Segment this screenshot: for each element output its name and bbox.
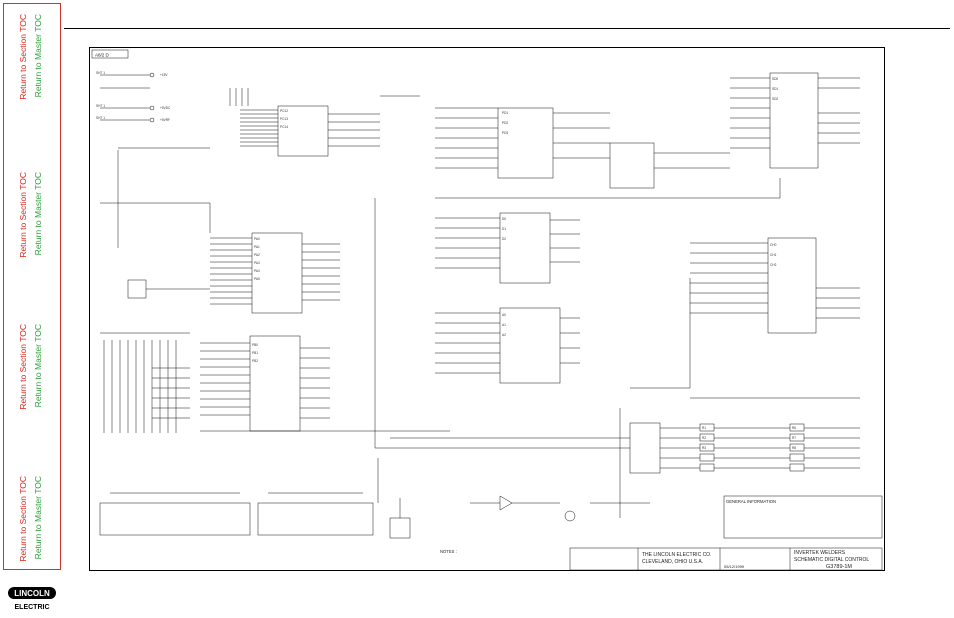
svg-text:SHT 1: SHT 1 bbox=[96, 116, 105, 120]
svg-text:R8: R8 bbox=[792, 446, 796, 450]
svg-text:PB0: PB0 bbox=[252, 343, 258, 347]
header-rule bbox=[64, 28, 950, 29]
svg-text:PC14: PC14 bbox=[280, 125, 288, 129]
return-to-section-toc-link[interactable]: Return to Section TOC bbox=[18, 14, 28, 100]
svg-text:PB2: PB2 bbox=[252, 359, 258, 363]
svg-text:PA5: PA5 bbox=[254, 277, 260, 281]
svg-text:PA4: PA4 bbox=[254, 269, 260, 273]
svg-text:SHT 1: SHT 1 bbox=[96, 104, 105, 108]
drawing-number: G3789-1M bbox=[826, 564, 852, 570]
svg-text:PD1: PD1 bbox=[502, 111, 508, 115]
svg-text:+5VDC: +5VDC bbox=[160, 106, 171, 110]
svg-text:SD0: SD0 bbox=[772, 77, 778, 81]
toc-group-2: Return to Section TOC Return to Master T… bbox=[0, 142, 64, 284]
svg-text:D2: D2 bbox=[502, 237, 506, 241]
svg-text:PA0: PA0 bbox=[254, 237, 260, 241]
lincoln-electric-logo: LINCOLN ELECTRIC bbox=[8, 587, 56, 611]
toc-sidebar: Return to Section TOC Return to Master T… bbox=[0, 0, 64, 618]
svg-text:R7: R7 bbox=[792, 436, 796, 440]
general-information-heading: GENERAL INFORMATION bbox=[726, 499, 776, 504]
return-to-master-toc-link[interactable]: Return to Master TOC bbox=[33, 476, 43, 560]
svg-text:SD1: SD1 bbox=[772, 87, 778, 91]
company-name: THE LINCOLN ELECTRIC CO. bbox=[642, 552, 711, 558]
toc-group-3: Return to Section TOC Return to Master T… bbox=[0, 284, 64, 426]
drawing-title-line2: SCHEMATIC DIGITAL CONTROL bbox=[794, 557, 869, 563]
svg-text:R1: R1 bbox=[702, 426, 706, 430]
drawing-title-line1: INVERTEK WELDERS bbox=[794, 550, 846, 556]
svg-text:CH0: CH0 bbox=[770, 243, 777, 247]
svg-text:R6: R6 bbox=[792, 426, 796, 430]
schematic-drawing: SHT 1 +15V SHT 1 +5VDC SHT 1 +5VRF PC12PC13… bbox=[91, 49, 883, 571]
svg-text:D0: D0 bbox=[502, 217, 506, 221]
svg-text:PA3: PA3 bbox=[254, 261, 260, 265]
svg-text:PB1: PB1 bbox=[252, 351, 258, 355]
return-to-master-toc-link[interactable]: Return to Master TOC bbox=[33, 172, 43, 256]
svg-text:SD2: SD2 bbox=[772, 97, 778, 101]
return-to-section-toc-link[interactable]: Return to Section TOC bbox=[18, 476, 28, 562]
logo-line2: ELECTRIC bbox=[15, 604, 50, 611]
svg-text:PD2: PD2 bbox=[502, 121, 508, 125]
svg-text:PA1: PA1 bbox=[254, 245, 260, 249]
svg-text:A0: A0 bbox=[502, 313, 506, 317]
svg-text:+15V: +15V bbox=[160, 73, 168, 77]
return-to-master-toc-link[interactable]: Return to Master TOC bbox=[33, 14, 43, 98]
svg-text:R2: R2 bbox=[702, 436, 706, 440]
sidebar-frame bbox=[3, 3, 61, 570]
notes-label: NOTES : bbox=[440, 549, 457, 554]
svg-text:CH2: CH2 bbox=[770, 263, 777, 267]
company-location: CLEVELAND, OHIO U.S.A. bbox=[642, 559, 703, 565]
svg-text:CH1: CH1 bbox=[770, 253, 777, 257]
svg-text:PD3: PD3 bbox=[502, 131, 508, 135]
svg-text:R3: R3 bbox=[702, 446, 706, 450]
logo-line1: LINCOLN bbox=[14, 589, 50, 598]
svg-text:+5VRF: +5VRF bbox=[160, 118, 170, 122]
svg-text:PA2: PA2 bbox=[254, 253, 260, 257]
svg-text:PC12: PC12 bbox=[280, 109, 288, 113]
svg-text:D1: D1 bbox=[502, 227, 506, 231]
return-to-section-toc-link[interactable]: Return to Section TOC bbox=[18, 324, 28, 410]
return-to-section-toc-link[interactable]: Return to Section TOC bbox=[18, 172, 28, 258]
toc-group-4: Return to Section TOC Return to Master T… bbox=[0, 426, 64, 568]
svg-text:PC13: PC13 bbox=[280, 117, 288, 121]
sheet-corner-label: A8/2 D bbox=[95, 53, 110, 58]
svg-text:SHT 1: SHT 1 bbox=[96, 71, 105, 75]
toc-group-1: Return to Section TOC Return to Master T… bbox=[0, 0, 64, 142]
drawing-date: 05/12/1999 bbox=[724, 564, 745, 569]
svg-text:A1: A1 bbox=[502, 323, 506, 327]
svg-text:A2: A2 bbox=[502, 333, 506, 337]
return-to-master-toc-link[interactable]: Return to Master TOC bbox=[33, 324, 43, 408]
